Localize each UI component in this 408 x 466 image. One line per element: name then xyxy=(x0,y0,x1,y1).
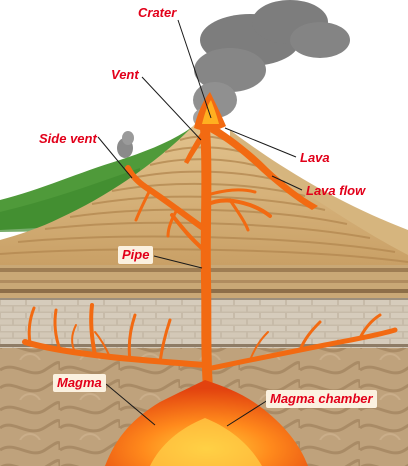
label-crater: Crater xyxy=(138,5,177,20)
smoke-plume xyxy=(193,0,350,128)
label-pipe: Pipe xyxy=(118,246,154,264)
magma-branches-right xyxy=(209,313,398,371)
label-side-vent: Side vent xyxy=(39,131,97,146)
magma-branches-left xyxy=(22,303,207,368)
label-lava: Lava xyxy=(300,150,330,165)
label-magma: Magma xyxy=(53,374,106,392)
label-vent: Vent xyxy=(111,67,139,82)
label-lava-flow: Lava flow xyxy=(306,183,366,198)
label-magma-chamber: Magma chamber xyxy=(266,390,377,408)
side-dikes xyxy=(125,165,272,252)
main-pipe xyxy=(200,128,214,400)
side-vent-smoke xyxy=(117,131,134,158)
leader-lines xyxy=(97,19,303,427)
lava-flow xyxy=(210,124,318,210)
